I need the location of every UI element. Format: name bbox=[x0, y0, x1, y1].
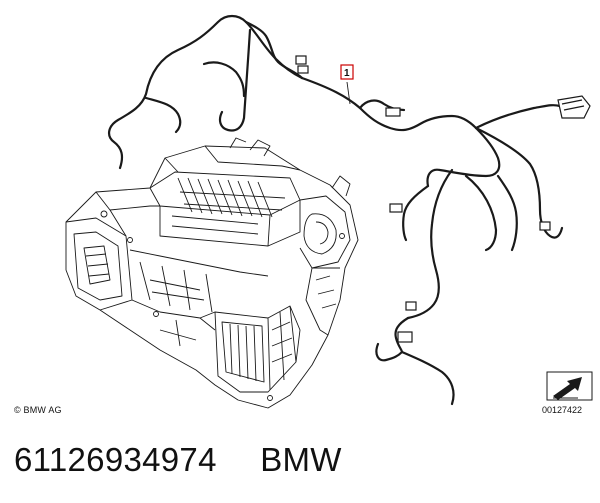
harness-connectors bbox=[295, 55, 591, 343]
connector-lower-2 bbox=[405, 301, 417, 311]
connector-top bbox=[295, 55, 307, 65]
connector-top-right bbox=[557, 95, 591, 119]
callout-label: 1 bbox=[344, 68, 350, 79]
diagonal-arrow-icon bbox=[546, 371, 593, 401]
callout-box bbox=[340, 64, 354, 80]
connector-right-mid bbox=[389, 203, 403, 213]
connector-mid bbox=[385, 107, 401, 117]
part-info-line: 61126934974 BMW bbox=[14, 441, 342, 479]
brand-name: BMW bbox=[260, 441, 342, 478]
part-callout: 1 bbox=[340, 64, 354, 105]
heater-housing-illustration bbox=[65, 137, 359, 409]
wiring-harness-diagram: 1 bbox=[65, 14, 593, 409]
connector-right-lower bbox=[539, 221, 551, 231]
connector-upper-mid bbox=[297, 65, 309, 74]
connector-lower bbox=[397, 331, 413, 343]
copyright-notice: © BMW AG bbox=[14, 405, 62, 415]
catalog-number: 00127422 bbox=[542, 405, 583, 415]
part-number: 61126934974 bbox=[14, 441, 217, 478]
